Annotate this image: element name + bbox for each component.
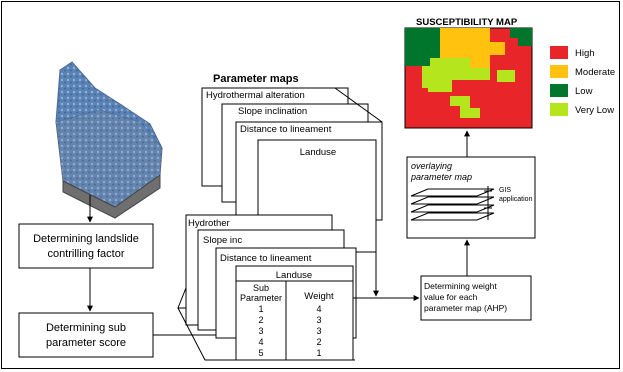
gis-line2: application bbox=[499, 196, 533, 203]
sheet-landuse-label: Landuse bbox=[300, 147, 336, 158]
weight-line3: parameter map (AHP) bbox=[424, 303, 507, 313]
table-sub-value: 4 bbox=[258, 337, 263, 347]
legend-swatch-3 bbox=[550, 103, 568, 116]
weight-box: Determining weight value for each parame… bbox=[420, 275, 532, 321]
susceptibility-map bbox=[404, 27, 533, 129]
table-weight-value: 1 bbox=[316, 348, 321, 358]
region-verylow-2 bbox=[450, 96, 480, 118]
table-weight-value: 3 bbox=[316, 326, 321, 336]
legend-label-0: High bbox=[575, 48, 595, 59]
score-line2: parameter score bbox=[46, 337, 126, 349]
legend-swatch-2 bbox=[550, 84, 568, 97]
overlay-box: overlaying parameter map GIS application bbox=[406, 156, 536, 239]
legend-label-1: Moderate bbox=[575, 67, 615, 78]
sheet-slope-label: Slope inclination bbox=[238, 106, 307, 117]
table-weight-value: 2 bbox=[316, 337, 321, 347]
table-weight-value: 4 bbox=[316, 304, 321, 314]
table-title: Landuse bbox=[276, 270, 312, 281]
score-line1: Determining sub bbox=[46, 322, 126, 334]
sheet-hydrothermal-label: Hydrothermal alteration bbox=[206, 90, 305, 101]
overlay-line2: parameter map bbox=[410, 172, 472, 182]
stacked-layers-icon bbox=[410, 186, 495, 221]
lower-sheet-hydrothermal-label: Hydrother bbox=[188, 218, 230, 229]
table-sub-value: 5 bbox=[258, 348, 263, 358]
legend-swatch-0 bbox=[550, 46, 568, 59]
table-sub-value: 2 bbox=[258, 315, 263, 325]
upper-map-stack: Hydrothermal alteration Slope inclinatio… bbox=[201, 87, 383, 253]
col1-header-line2: Parameter bbox=[240, 293, 282, 303]
col2-header: Weight bbox=[304, 291, 334, 302]
legend-label-3: Very Low bbox=[575, 105, 614, 116]
region-low bbox=[405, 28, 440, 66]
upper-skew-line bbox=[334, 87, 383, 123]
legend-label-2: Low bbox=[575, 86, 593, 97]
terrain-3d-image bbox=[55, 61, 163, 219]
col1-header-line1: Sub bbox=[253, 283, 269, 293]
sheet-distance-label: Distance to lineament bbox=[240, 124, 332, 135]
weight-line2: value for each bbox=[424, 292, 478, 302]
weight-line1: Determining weight bbox=[424, 281, 497, 291]
susceptibility-title: SUSCEPTIBILITY MAP bbox=[416, 17, 518, 28]
table-weight-value: 3 bbox=[316, 315, 321, 325]
score-box: Determining sub parameter score bbox=[18, 312, 154, 358]
table-sub-value: 3 bbox=[258, 326, 263, 336]
parameter-maps-title: Parameter maps bbox=[213, 73, 299, 85]
table-sub-value: 1 bbox=[258, 304, 263, 314]
lower-sheet-slope-label: Slope inc bbox=[203, 235, 242, 246]
legend-swatch-1 bbox=[550, 65, 568, 78]
lower-sheet-distance-label: Distance to lineament bbox=[220, 253, 312, 264]
factor-box: Determining landslide contrilling factor bbox=[18, 223, 154, 269]
region-verylow-3 bbox=[497, 70, 515, 82]
overlay-line1: overlaying bbox=[411, 161, 452, 171]
factor-line2: contrilling factor bbox=[47, 248, 124, 260]
gis-line1: GIS bbox=[499, 187, 511, 194]
region-verylow-1 bbox=[422, 58, 490, 92]
region-low-2 bbox=[510, 28, 532, 46]
factor-line1: Determining landslide bbox=[33, 233, 139, 245]
